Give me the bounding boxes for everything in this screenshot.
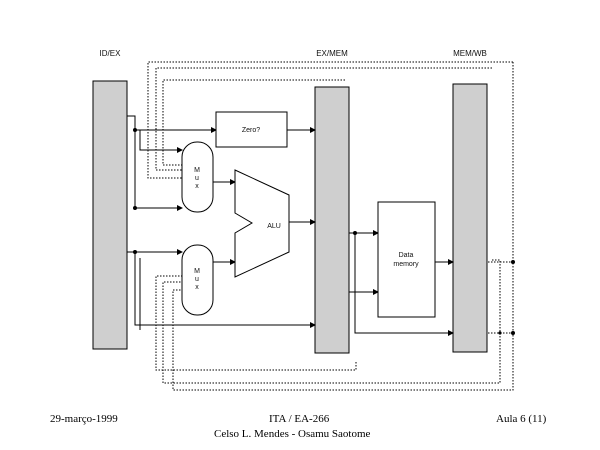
footer-authors: Celso L. Mendes - Osamu Saotome — [214, 428, 371, 440]
mux-bottom — [181, 244, 214, 316]
alu — [234, 169, 290, 278]
alu-label: ALU — [267, 223, 281, 230]
data-memory-label-line2: memory — [393, 261, 419, 268]
id-ex-label: ID/EX — [100, 49, 122, 58]
forward-path-exmem-inner — [162, 79, 345, 166]
footer-course: ITA / EA-266 — [269, 413, 330, 425]
forward-path-exmem-top — [155, 67, 492, 171]
footer-date: 29-março-1999 — [50, 413, 118, 425]
zero-detect-label: Zero? — [242, 127, 260, 134]
mux-top — [181, 141, 214, 213]
mux-top-letter-2: u — [195, 175, 199, 182]
mem-wb-register — [452, 83, 488, 353]
mux-bottom-letter-3: x — [195, 284, 199, 291]
ex-mem-label: EX/MEM — [316, 49, 348, 58]
mux-top-letter-1: M — [194, 167, 200, 174]
data-memory-label-line1: Data — [399, 252, 414, 259]
junction-dot — [133, 250, 137, 254]
junction-dot — [498, 331, 502, 335]
wires — [127, 115, 454, 336]
mux-bottom-letter-2: u — [195, 276, 199, 283]
mem-wb-label: MEM/WB — [453, 49, 487, 58]
junction-dot — [133, 128, 137, 132]
mux-top-letter-3: x — [195, 183, 199, 190]
zero-detect-unit — [215, 111, 288, 148]
junction-dot — [353, 231, 357, 235]
mux-bottom-letter-1: M — [194, 268, 200, 275]
junction-dot — [511, 260, 515, 264]
id-ex-register — [92, 80, 128, 350]
forward-path-memwb-top — [147, 61, 513, 179]
junction-dot — [133, 206, 137, 210]
forward-path-exmem-bottom — [155, 275, 357, 371]
data-memory — [377, 201, 436, 318]
footer-lesson: Aula 6 (11) — [496, 413, 547, 425]
forwarding-paths — [147, 61, 514, 391]
forward-path-result-bottom — [162, 259, 501, 384]
junction-dot — [511, 331, 515, 335]
ex-mem-register — [314, 86, 350, 354]
forward-path-memwb-bottom — [172, 62, 514, 391]
